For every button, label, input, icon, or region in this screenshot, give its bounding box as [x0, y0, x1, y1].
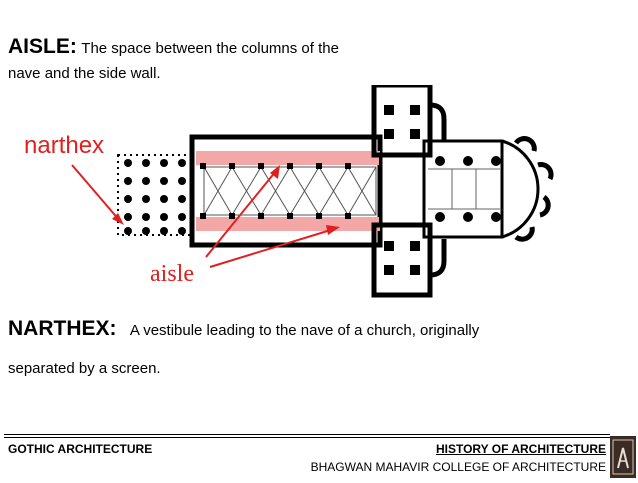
cathedral-floor-plan: narthex aisle [24, 85, 554, 298]
footer-divider-2 [4, 437, 610, 438]
footer-college: BHAGWAN MAHAVIR COLLEGE OF ARCHITECTURE [310, 460, 606, 474]
aisle-arrow-north-head [270, 165, 280, 179]
aisle-definition-text: The space between the columns of the [81, 40, 339, 57]
narthex-arrow-head [112, 213, 124, 225]
narthex-arrow [71, 164, 121, 222]
narthex-piers [124, 159, 186, 235]
footer-course-title: GOTHIC ARCHITECTURE [8, 442, 153, 456]
apse [501, 139, 540, 239]
aisle-arrow-north [205, 170, 277, 258]
footer-subject: HISTORY OF ARCHITECTURE [435, 442, 606, 456]
south-aisle-highlight [196, 217, 380, 231]
south-transept [371, 222, 433, 298]
narthex-area [117, 154, 193, 236]
college-logo [610, 436, 636, 478]
choir-piers [435, 156, 501, 222]
logo-icon [612, 439, 634, 475]
aisle-arrow-south [209, 228, 335, 268]
radiating-chapels [513, 136, 554, 242]
south-chapel [429, 239, 447, 278]
aisle-definition-text-2: nave and the side wall. [8, 65, 161, 82]
choir-vaulting [428, 168, 500, 210]
crossing [379, 154, 425, 226]
nave-vaulting [203, 166, 377, 216]
footer-divider [4, 434, 610, 435]
transept-piers [384, 105, 420, 275]
choir [422, 139, 504, 239]
narthex-label: narthex [24, 132, 104, 159]
north-aisle-highlight [196, 151, 380, 165]
north-chapel [429, 102, 447, 141]
nave-piers [200, 163, 351, 219]
north-transept [371, 85, 433, 158]
narthex-term: NARTHEX: [8, 317, 117, 340]
aisle-label: aisle [150, 261, 194, 287]
aisle-term: AISLE: [8, 35, 77, 58]
narthex-definition-text: A vestibule leading to the nave of a chu… [129, 322, 480, 339]
narthex-definition-text-2: separated by a screen. [8, 360, 161, 377]
aisle-arrow-south-head [326, 225, 340, 235]
narthex-definition: NARTHEX: A vestibule leading to the nave… [8, 318, 608, 376]
aisle-definition: AISLE: The space between the columns of … [8, 36, 428, 81]
